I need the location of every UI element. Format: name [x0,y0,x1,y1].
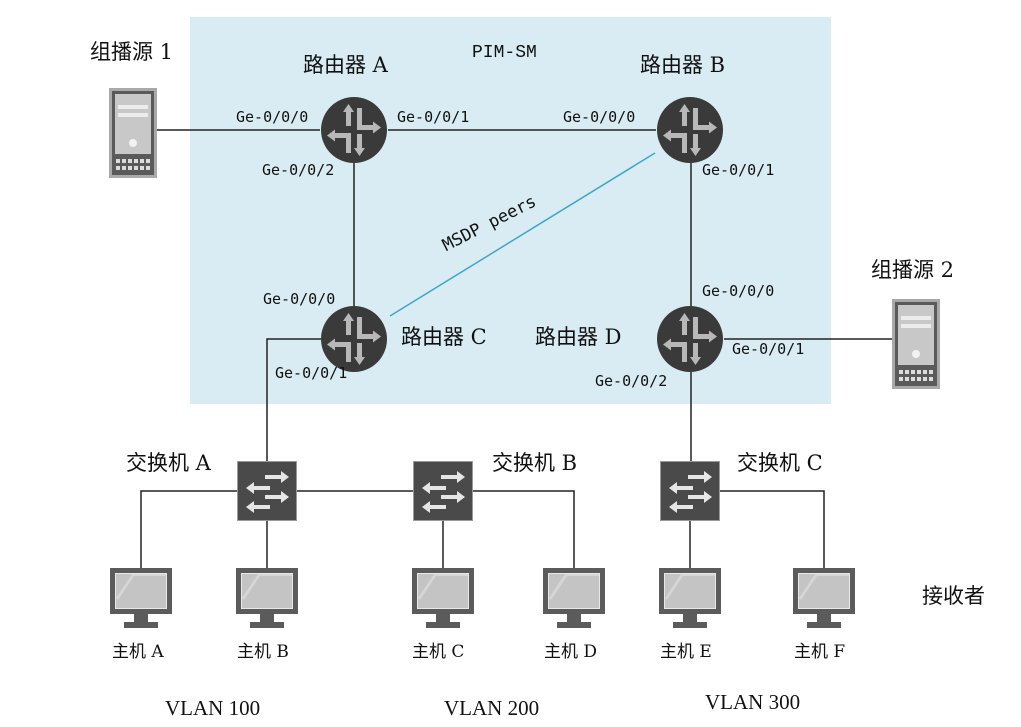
host-c-label: 主机 C [412,642,465,662]
link-msdp-peers [389,152,656,317]
vlan-200-label: VLAN 200 [444,696,540,720]
router-icon[interactable] [656,96,724,164]
switch-icon[interactable] [413,461,473,521]
switch-icon[interactable] [660,461,720,521]
vlan-300-label: VLAN 300 [705,690,801,714]
host-f-label: 主机 F [794,642,846,662]
port-label: Ge-0/0/0 [236,108,309,126]
monitor-icon[interactable] [412,568,474,628]
link-router-c-switch-a [266,338,321,461]
port-label: Ge-0/0/1 [732,340,805,358]
monitor-icon[interactable] [793,568,855,628]
source-1-label: 组播源 1 [90,40,174,64]
host-d-label: 主机 D [544,642,598,662]
monitor-icon[interactable] [110,568,172,628]
router-icon[interactable] [656,305,724,373]
receivers-label: 接收者 [922,584,985,608]
host-e-label: 主机 E [660,642,712,662]
monitor-icon[interactable] [236,568,298,628]
server-icon[interactable] [109,88,157,178]
vlan-100-label: VLAN 100 [165,696,261,720]
switch-icon[interactable] [237,461,297,521]
link-switch-a-host-a [140,490,237,568]
port-label: Ge-0/0/1 [702,161,775,179]
monitor-icon[interactable] [543,568,605,628]
router-icon[interactable] [320,96,388,164]
router-a-label: 路由器 A [303,53,388,77]
link-switch-c-host-f [720,490,825,568]
host-a-label: 主机 A [112,642,164,662]
port-label: Ge-0/0/2 [595,372,668,390]
router-c-label: 路由器 C [401,325,487,349]
source-2-label: 组播源 2 [871,258,955,282]
server-icon[interactable] [892,299,940,389]
router-b-label: 路由器 B [640,53,726,77]
port-label: Ge-0/0/0 [263,290,336,308]
host-b-label: 主机 B [237,642,289,662]
pim-sm-label: PIM-SM [472,43,537,63]
router-icon[interactable] [320,305,388,373]
router-d-label: 路由器 D [535,325,622,349]
port-label: Ge-0/0/2 [262,161,335,179]
monitor-icon[interactable] [659,568,721,628]
port-label: Ge-0/0/0 [702,282,775,300]
port-label: Ge-0/0/1 [397,108,470,126]
link-switch-b-host-d [473,490,575,568]
switch-a-label: 交换机 A [126,451,211,475]
port-label: Ge-0/0/0 [563,108,636,126]
port-label: Ge-0/0/1 [275,364,348,382]
switch-c-label: 交换机 C [737,451,823,475]
switch-b-label: 交换机 B [492,451,578,475]
